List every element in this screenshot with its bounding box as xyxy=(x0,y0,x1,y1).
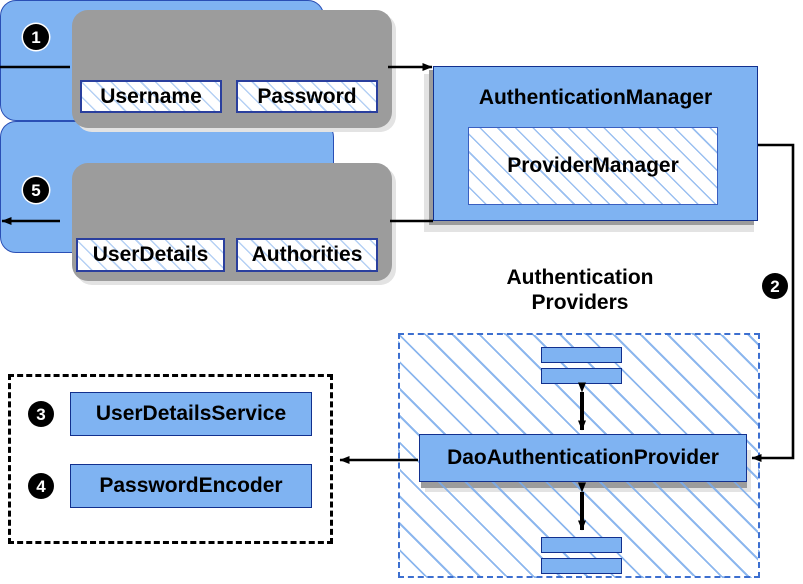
step-badge-2: 2 xyxy=(762,273,788,299)
provider-manager-label: ProviderManager xyxy=(507,154,679,177)
password-encoder-node[interactable]: PasswordEncoder xyxy=(70,464,312,508)
step-badge-5: 5 xyxy=(23,177,49,203)
result-token-field-userdetails[interactable]: UserDetails xyxy=(76,238,225,272)
user-details-service-label: UserDetailsService xyxy=(95,402,287,425)
result-token-field-userdetails-label: UserDetails xyxy=(92,243,209,266)
authentication-providers-caption-line2: Providers xyxy=(531,291,629,314)
step-badge-3: 3 xyxy=(28,401,54,427)
provider-bar-top-1[interactable] xyxy=(541,347,622,363)
request-token-field-username[interactable]: Username xyxy=(80,80,222,113)
request-token-field-password-label: Password xyxy=(257,84,357,108)
result-token-field-authorities[interactable]: Authorities xyxy=(236,238,378,272)
provider-bar-top-2[interactable] xyxy=(541,368,622,384)
step-badge-1: 1 xyxy=(23,24,49,50)
authentication-providers-caption-line1: Authentication xyxy=(506,266,654,289)
provider-bar-bottom-2[interactable] xyxy=(541,558,622,574)
password-encoder-label: PasswordEncoder xyxy=(99,474,283,497)
authentication-manager-title: AuthenticationManager xyxy=(478,86,713,109)
result-token-field-authorities-label: Authorities xyxy=(251,243,363,266)
request-token-field-password[interactable]: Password xyxy=(236,80,378,113)
dao-authentication-provider-node[interactable]: DaoAuthenticationProvider xyxy=(419,434,747,482)
user-details-service-node[interactable]: UserDetailsService xyxy=(70,392,312,436)
step-badge-4: 4 xyxy=(28,473,54,499)
dao-authentication-provider-label: DaoAuthenticationProvider xyxy=(447,446,719,469)
provider-manager-node[interactable]: ProviderManager xyxy=(468,127,718,205)
provider-bar-bottom-1[interactable] xyxy=(541,537,622,553)
request-token-field-username-label: Username xyxy=(100,84,202,108)
